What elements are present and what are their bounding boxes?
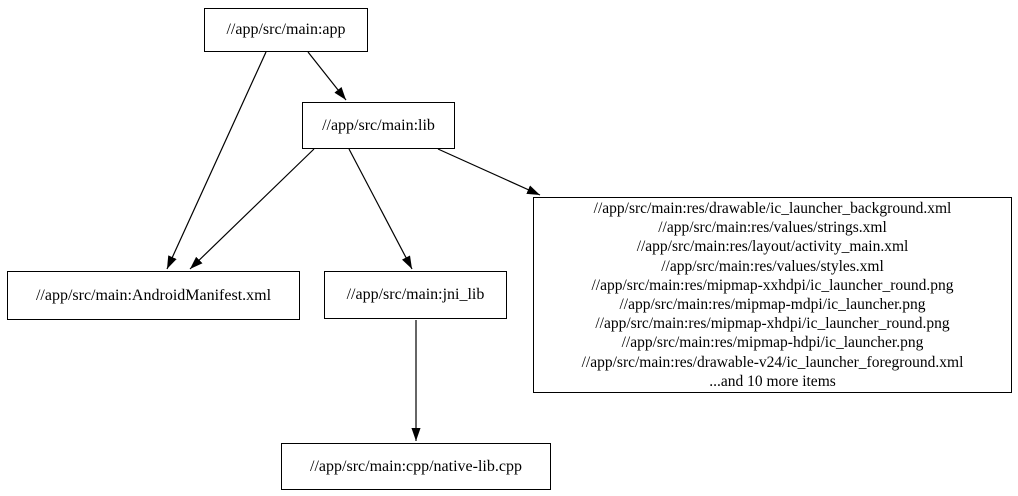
node-jni-lib: //app/src/main:jni_lib — [324, 271, 507, 319]
node-android-manifest-label: //app/src/main:AndroidManifest.xml — [35, 286, 272, 304]
res-item: //app/src/main:res/mipmap-mdpi/ic_launch… — [619, 296, 926, 313]
res-item: //app/src/main:res/mipmap-xhdpi/ic_launc… — [595, 315, 950, 333]
node-native-lib-cpp-label: //app/src/main:cpp/native-lib.cpp — [310, 457, 522, 475]
node-native-lib-cpp: //app/src/main:cpp/native-lib.cpp — [281, 443, 551, 490]
node-android-manifest: //app/src/main:AndroidManifest.xml — [7, 271, 300, 320]
node-jni-lib-label: //app/src/main:jni_lib — [346, 286, 485, 303]
node-lib: //app/src/main:lib — [302, 102, 455, 149]
node-lib-label: //app/src/main:lib — [322, 116, 435, 134]
edge-lib-resgroup — [437, 148, 541, 196]
res-more-items: ...and 10 more items — [709, 372, 836, 390]
res-item: //app/src/main:res/drawable/ic_launcher_… — [593, 199, 952, 217]
edge-lib-manifest — [189, 148, 315, 270]
res-item: //app/src/main:res/mipmap-xxhdpi/ic_laun… — [591, 276, 954, 294]
res-item: //app/src/main:res/mipmap-hdpi/ic_launch… — [621, 334, 924, 352]
res-item: //app/src/main:res/drawable-v24/ic_launc… — [581, 353, 964, 371]
res-item: //app/src/main:res/values/styles.xml — [661, 257, 884, 275]
res-item: //app/src/main:res/values/strings.xml — [658, 219, 887, 237]
node-app-label: //app/src/main:app — [226, 21, 346, 38]
edge-lib-jnilib — [348, 148, 413, 270]
edge-app-manifest — [166, 51, 267, 270]
res-item: //app/src/main:res/layout/activity_main.… — [636, 238, 909, 256]
node-res-group: //app/src/main:res/drawable/ic_launcher_… — [533, 197, 1012, 393]
edge-app-lib — [307, 51, 347, 101]
node-app: //app/src/main:app — [204, 8, 368, 52]
